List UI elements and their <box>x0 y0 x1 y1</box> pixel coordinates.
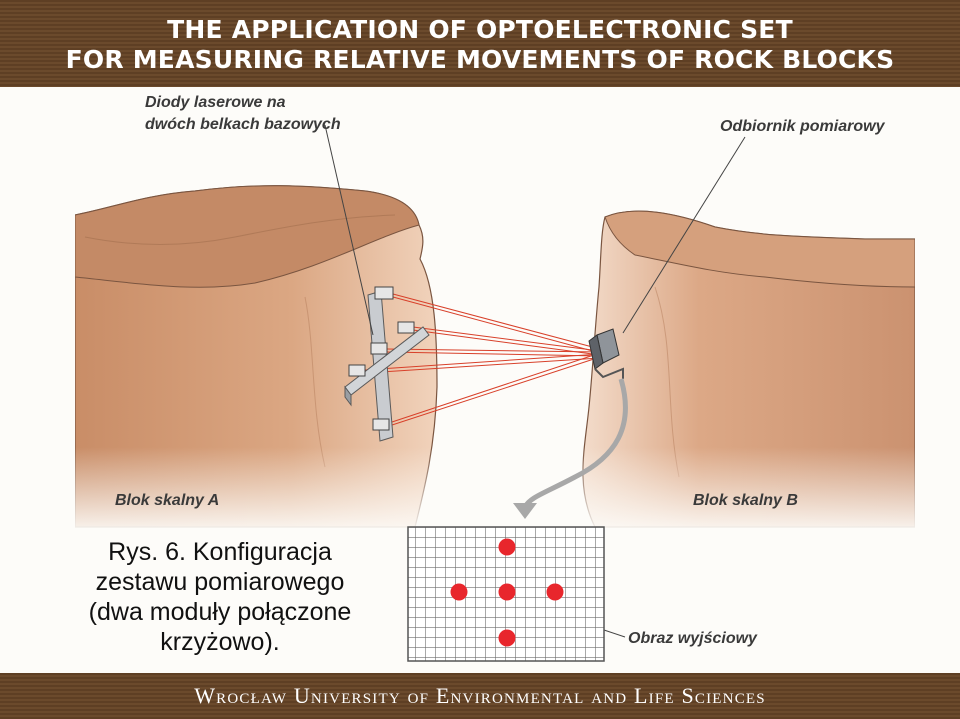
title-line-2: FOR MEASURING RELATIVE MOVEMENTS OF ROCK… <box>65 44 895 74</box>
label-block-b: Blok skalny B <box>693 492 798 509</box>
diagram-panel: Diody laserowe na dwóch belkach bazowych… <box>0 87 960 673</box>
label-diodes-2: dwóch belkach bazowych <box>145 116 341 133</box>
output-arrow <box>522 378 628 509</box>
university-name: Wrocław University of Environmental and … <box>194 683 766 708</box>
caption-line-2: zestawu pomiarowego <box>95 568 345 596</box>
label-block-a: Blok skalny A <box>115 492 219 509</box>
figure-caption: Rys. 6. Konfiguracja zestawu pomiarowego… <box>30 537 410 657</box>
measuring-receiver <box>588 328 624 379</box>
caption-line-4: krzyżowo). <box>160 628 280 656</box>
label-diodes-1: Diody laserowe na <box>145 94 286 111</box>
laser-beams <box>364 293 601 427</box>
title-line-1: THE APPLICATION OF OPTOELECTRONIC SET <box>167 14 793 44</box>
output-image <box>407 526 605 662</box>
footer-banner: Wrocław University of Environmental and … <box>0 673 960 719</box>
dot-top <box>498 538 516 556</box>
laser-diode-frame <box>344 286 430 442</box>
dot-left <box>450 583 468 601</box>
caption-line-1: Rys. 6. Konfiguracja <box>108 538 332 566</box>
header-banner: THE APPLICATION OF OPTOELECTRONIC SET FO… <box>0 0 960 87</box>
rock-block-b <box>575 210 915 537</box>
rock-blocks-diagram: Diody laserowe na dwóch belkach bazowych… <box>75 94 915 662</box>
dot-right <box>546 583 564 601</box>
dot-bottom <box>498 629 516 647</box>
caption-line-3: (dwa moduły połączone <box>88 598 352 626</box>
label-receiver: Odbiornik pomiarowy <box>720 118 886 135</box>
rock-block-a <box>75 185 455 537</box>
label-output: Obraz wyjściowy <box>628 630 758 647</box>
dot-center <box>498 583 516 601</box>
